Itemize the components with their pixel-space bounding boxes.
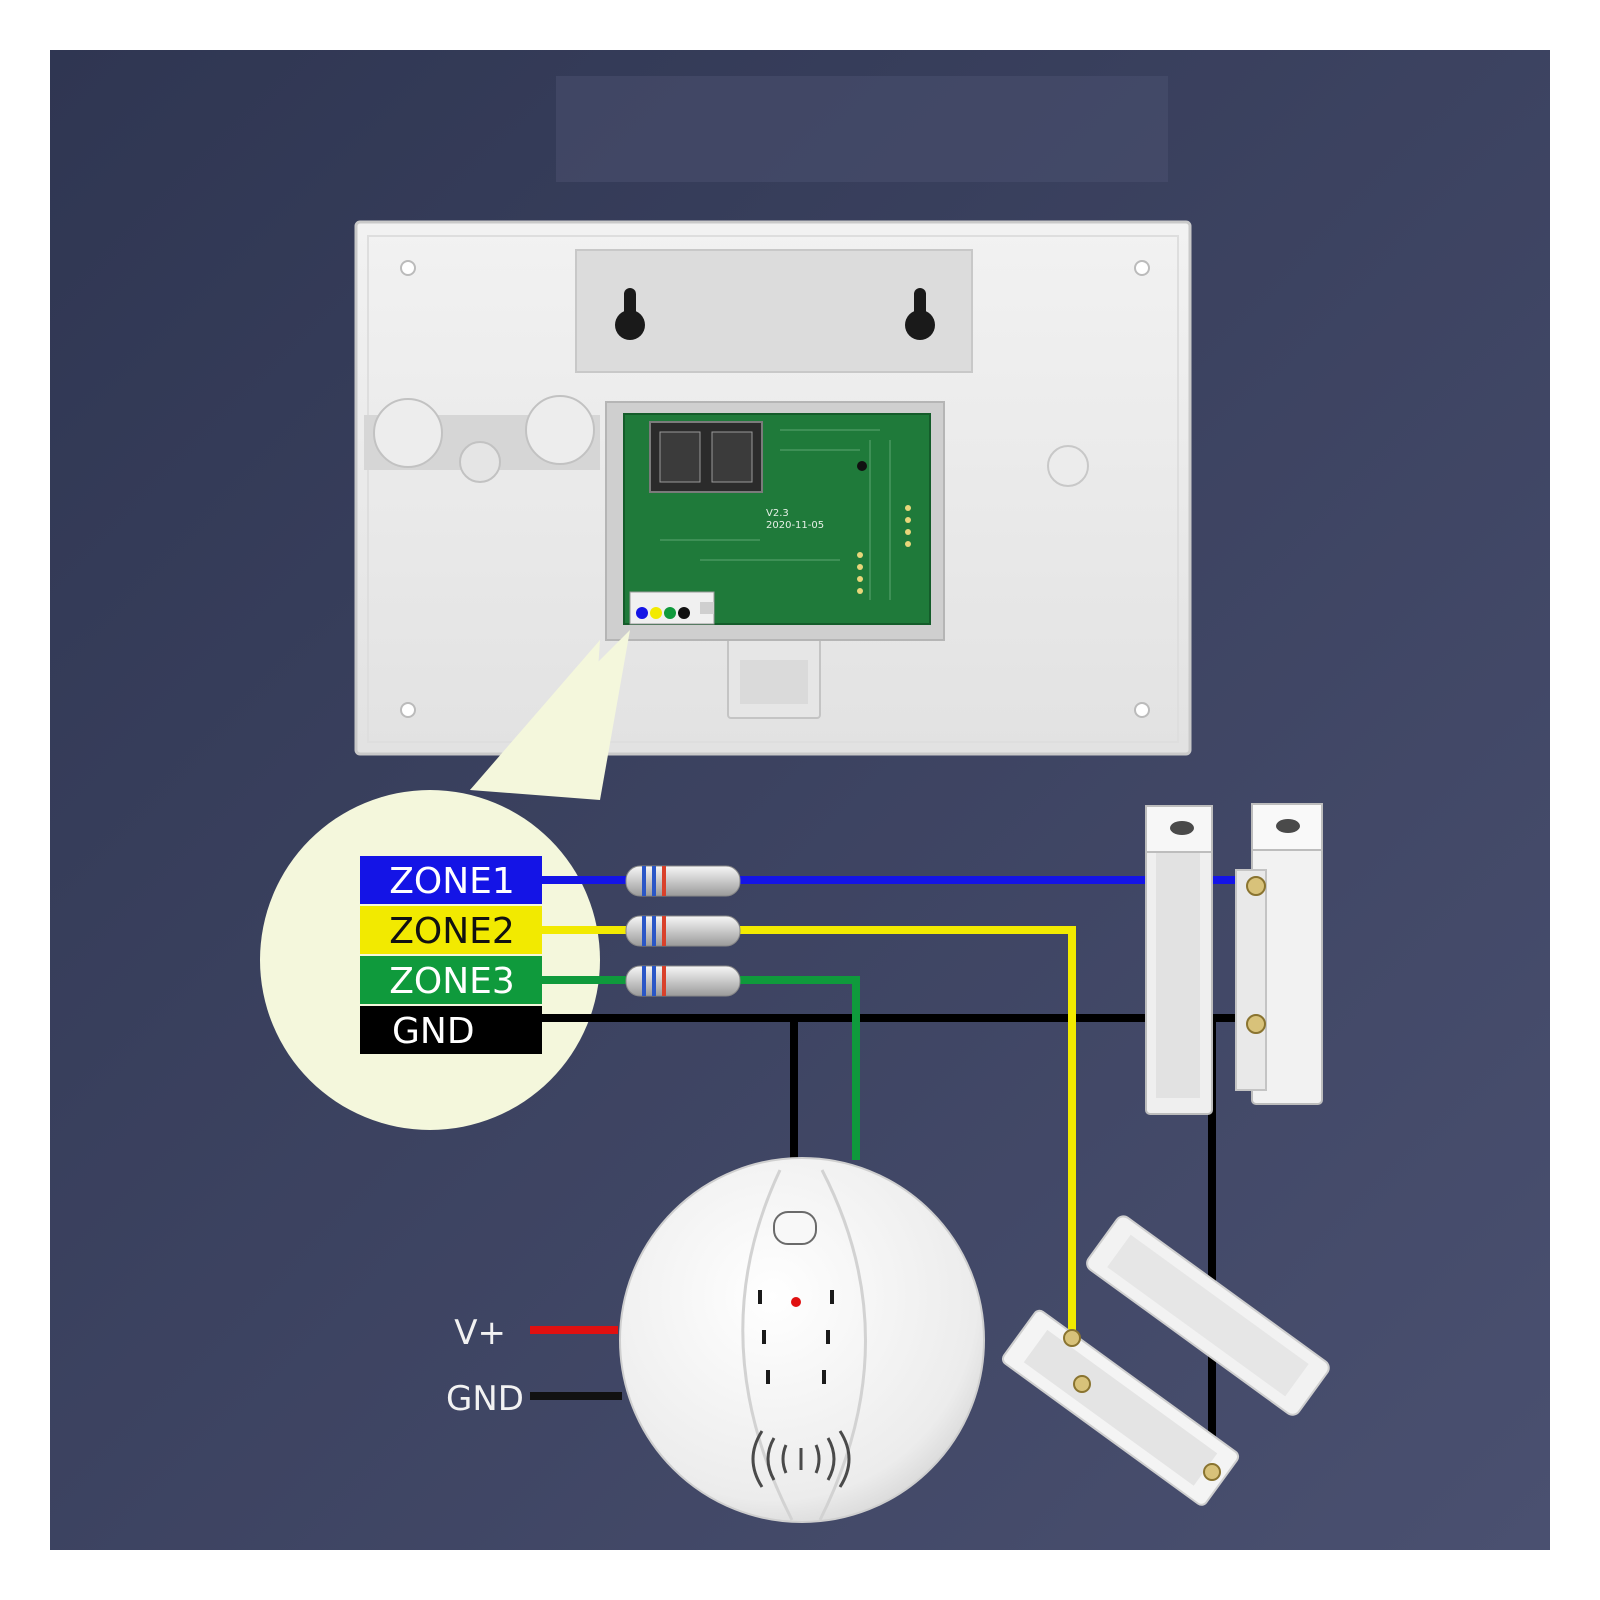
screw-bottom-right — [1134, 702, 1150, 718]
zone2-label-box — [360, 906, 542, 954]
zone3-label: ZONE3 — [389, 961, 515, 1002]
status-led — [791, 1297, 801, 1307]
terminal-screw-top — [1246, 876, 1266, 896]
zone1-label: ZONE1 — [389, 861, 515, 902]
sound-vent — [751, 1430, 851, 1488]
alarm-panel: V2.3 2020-11-05 — [354, 220, 1192, 756]
screw-top-left — [400, 260, 416, 276]
pcb-version-label: V2.3 — [766, 508, 789, 519]
flat-contact-screw-1 — [1063, 1329, 1081, 1347]
test-button — [773, 1211, 817, 1245]
mounting-plate — [575, 249, 973, 373]
magnetic-door-contact-flat — [1001, 1215, 1330, 1506]
terminal-block — [629, 591, 715, 625]
screw-bottom-left — [400, 702, 416, 718]
terminal-screw-bottom — [1246, 1014, 1266, 1034]
gnd-label-box — [360, 1006, 542, 1054]
screw-top-right — [1134, 260, 1150, 276]
resistor-zone3 — [625, 965, 741, 997]
pcb-board: V2.3 2020-11-05 — [623, 413, 931, 625]
vplus-label: V+ — [454, 1313, 506, 1353]
smoke-gnd-label: GND — [446, 1379, 524, 1419]
gnd-label: GND — [392, 1011, 475, 1052]
flat-contact-screw-2 — [1073, 1375, 1091, 1393]
end-of-line-resistors — [625, 865, 741, 997]
title-placeholder-bar — [556, 76, 1168, 182]
resistor-zone1 — [625, 865, 741, 897]
keyhole-slot-left — [615, 288, 645, 340]
resistor-zone2 — [625, 915, 741, 947]
zone2-label: ZONE2 — [389, 911, 515, 952]
magnetic-door-contact-upright — [1145, 803, 1323, 1115]
flat-contact-screw-3 — [1203, 1463, 1221, 1481]
pcb-date-label: 2020-11-05 — [766, 520, 824, 531]
smoke-detector-icon — [619, 1157, 985, 1523]
sim-card-slot — [649, 421, 763, 493]
keyhole-slot-right — [905, 288, 935, 340]
zone3-label-box — [360, 956, 542, 1004]
terminal-labels: ZONE1 ZONE2 ZONE3 GND — [360, 856, 542, 1054]
zone1-label-box — [360, 856, 542, 904]
